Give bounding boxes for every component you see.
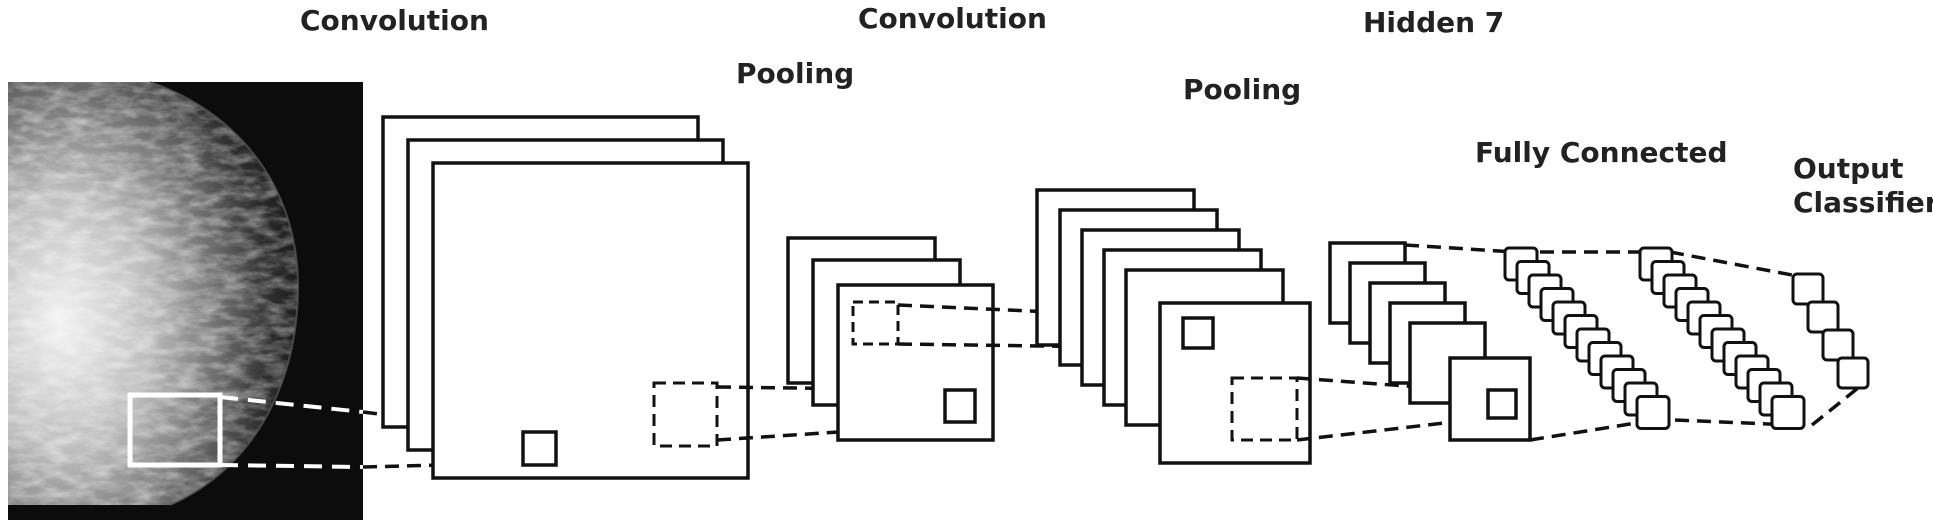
output-classifier-units <box>1791 272 1870 390</box>
conv1-feature-maps <box>381 115 750 480</box>
input-projection-lines <box>219 395 364 469</box>
fc2-unit-12 <box>1770 395 1806 430</box>
hidden-kernel-box <box>1486 388 1518 420</box>
label-convolution-2: Convolution <box>858 2 1047 35</box>
label-output-line-1: Output <box>1793 152 1904 185</box>
conv2-map-6 <box>1158 301 1312 465</box>
pool1-kernel-box <box>943 388 977 424</box>
fully-connected-layer-1 <box>1503 246 1671 430</box>
fully-connected-layer-2 <box>1638 246 1806 430</box>
label-pooling-1: Pooling <box>736 57 855 90</box>
input-patch-highlight <box>127 392 223 468</box>
conv1-kernel-box <box>521 430 558 467</box>
label-convolution-1: Convolution <box>300 4 489 37</box>
conv2-pool-window <box>1230 376 1299 442</box>
pool1-conv-window <box>851 300 900 346</box>
hidden-map-6 <box>1448 356 1532 442</box>
output-unit-4 <box>1836 356 1870 390</box>
input-mammogram-image <box>8 81 363 520</box>
output-unit-1 <box>1791 272 1825 306</box>
label-hidden: Hidden 7 <box>1363 6 1505 39</box>
pool1-map-3 <box>836 283 995 442</box>
label-output-classifier: Output Classifier <box>1793 152 1933 220</box>
label-output-line-2: Classifier <box>1793 186 1933 219</box>
breast-outline <box>149 81 300 506</box>
output-unit-3 <box>1821 328 1855 362</box>
output-unit-2 <box>1806 300 1840 334</box>
breast-tissue <box>8 82 299 505</box>
conv1-map-3 <box>431 161 750 480</box>
label-fully-connected: Fully Connected <box>1475 136 1728 169</box>
conv1-pool-window <box>652 381 719 448</box>
conv2-feature-maps <box>1035 188 1312 465</box>
label-pooling-2: Pooling <box>1183 73 1302 106</box>
hidden-feature-maps <box>1328 241 1532 442</box>
conv2-kernel-box <box>1181 316 1215 350</box>
fc1-unit-12 <box>1635 395 1671 430</box>
pool1-feature-maps <box>786 236 995 442</box>
